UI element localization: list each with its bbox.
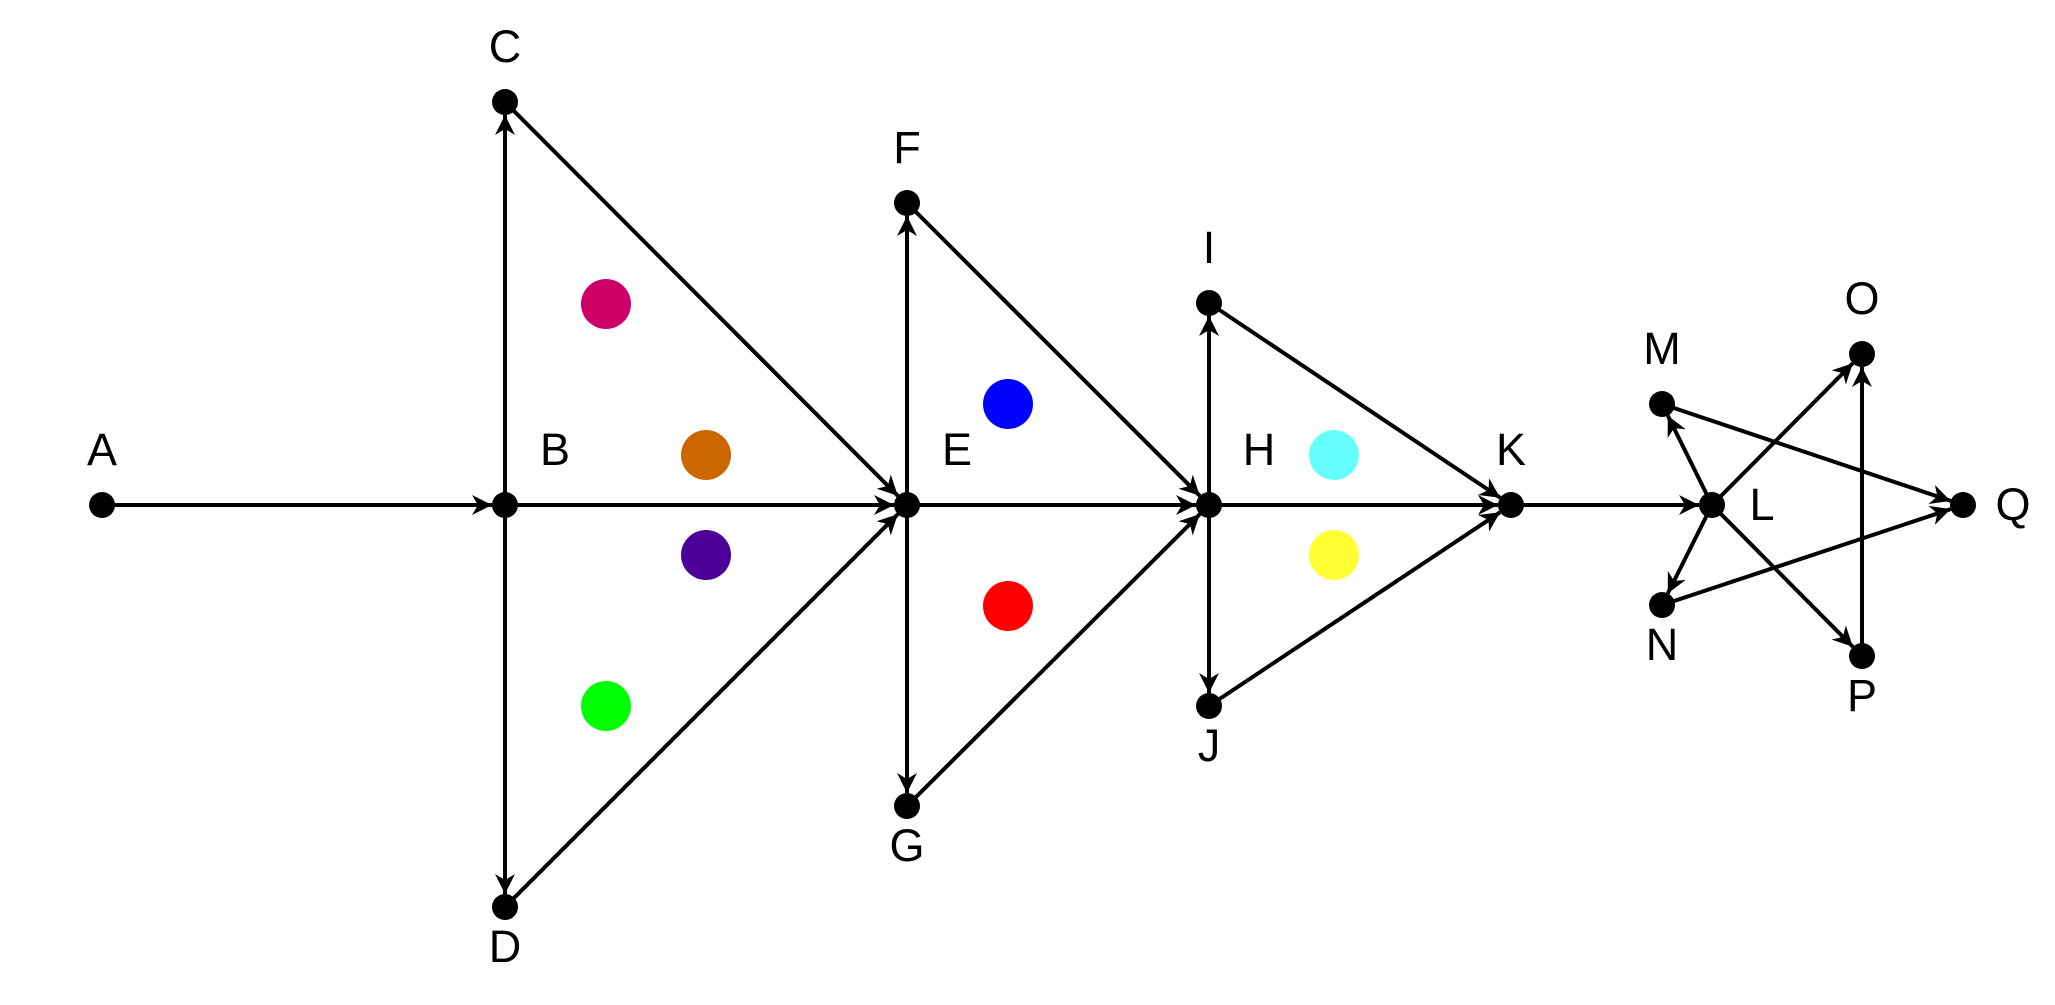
node-label-H: H <box>1243 424 1276 475</box>
node-label-O: O <box>1844 273 1879 324</box>
node-label-F: F <box>893 122 921 173</box>
edge-L-O <box>1710 361 1855 507</box>
node-N <box>1649 592 1675 618</box>
node-Q <box>1950 492 1976 518</box>
node-I <box>1196 290 1222 316</box>
colored-dot-yellow <box>1309 530 1359 580</box>
node-C <box>492 89 518 115</box>
node-F <box>894 190 920 216</box>
edge-L-M <box>1665 414 1714 506</box>
colored-dot-cyan <box>1309 430 1359 480</box>
edge-F-H <box>905 201 1202 498</box>
node-label-A: A <box>87 424 117 475</box>
colored-dots-layer <box>581 279 1359 731</box>
node-O <box>1849 341 1875 367</box>
node-A <box>89 492 115 518</box>
edge-L-N <box>1666 504 1714 595</box>
edge-N-Q <box>1661 505 1952 607</box>
node-L <box>1699 492 1725 518</box>
node-label-E: E <box>942 424 972 475</box>
node-D <box>492 894 518 920</box>
node-B <box>492 492 518 518</box>
edge-J-K <box>1207 510 1502 708</box>
colored-dot-blue <box>983 379 1033 429</box>
node-label-K: K <box>1496 424 1526 475</box>
node-J <box>1196 693 1222 719</box>
edge-L-P <box>1710 503 1855 649</box>
node-label-J: J <box>1198 720 1221 771</box>
node-label-B: B <box>540 424 570 475</box>
node-label-L: L <box>1749 479 1774 530</box>
node-K <box>1498 492 1524 518</box>
colored-dot-red <box>983 581 1033 631</box>
edge-C-E <box>503 100 900 498</box>
node-E <box>894 492 920 518</box>
edge-G-H <box>905 512 1202 808</box>
edge-D-E <box>503 512 900 909</box>
node-P <box>1849 643 1875 669</box>
node-G <box>894 793 920 819</box>
node-label-M: M <box>1643 323 1681 374</box>
node-label-Q: Q <box>1995 479 2030 530</box>
node-label-I: I <box>1203 222 1216 273</box>
edge-I-K <box>1207 301 1502 500</box>
node-label-C: C <box>489 21 522 72</box>
edges-layer <box>102 100 1952 909</box>
node-M <box>1649 391 1675 417</box>
node-label-G: G <box>889 820 924 871</box>
colored-dot-orange <box>681 430 731 480</box>
nodes-layer <box>89 89 1976 920</box>
labels-layer: A B C D E F G H I J K L M N O P Q <box>87 21 2031 972</box>
node-H <box>1196 492 1222 518</box>
node-label-D: D <box>489 921 522 972</box>
edge-M-Q <box>1661 402 1952 504</box>
colored-dot-crimson <box>581 279 631 329</box>
colored-dot-purple <box>681 530 731 580</box>
node-label-P: P <box>1847 670 1877 721</box>
colored-dot-green <box>581 681 631 731</box>
node-label-N: N <box>1646 619 1679 670</box>
